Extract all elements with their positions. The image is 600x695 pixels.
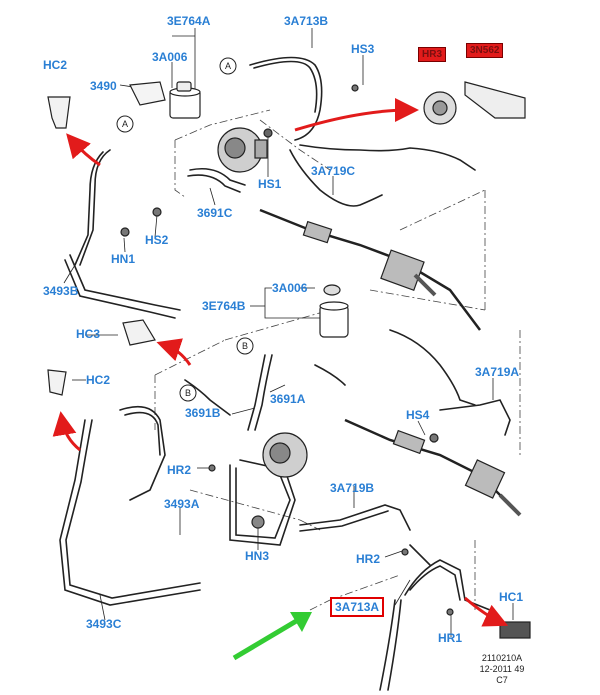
label-hr3-box: HR3 (418, 47, 447, 62)
label-hr1: HR1 (438, 631, 463, 645)
label-3a719a: 3A719A (475, 365, 520, 379)
callout-a-left-text: A (122, 119, 128, 129)
label-3a006-top: 3A006 (152, 50, 188, 64)
callout-a-left (116, 115, 134, 133)
label-3691a: 3691A (270, 392, 306, 406)
diagram-caption: 2110210A 12-2011 49 C7 (462, 653, 542, 686)
label-3691c: 3691C (197, 206, 233, 220)
callout-b-left (236, 337, 254, 355)
label-3n562[interactable]: 3N562 (466, 42, 504, 58)
label-hc3: HC3 (76, 327, 101, 341)
callout-a-top (219, 57, 237, 75)
label-hn1: HN1 (111, 252, 136, 266)
label-3493b: 3493B (43, 284, 79, 298)
guide-lines (154, 109, 521, 611)
label-hc2-top: HC2 (43, 58, 68, 72)
label-hr2-right: HR2 (356, 552, 381, 566)
green-arrow (232, 612, 312, 661)
red-arrows (52, 98, 509, 627)
caption-line-3: C7 (496, 675, 508, 685)
components (47, 81, 531, 639)
caption-line-1: 2110210A (481, 653, 523, 663)
label-hs1: HS1 (258, 177, 282, 191)
callout-b-left-text: B (242, 341, 248, 351)
label-3a719c: 3A719C (311, 164, 356, 178)
label-hs2: HS2 (145, 233, 169, 247)
label-3493a: 3493A (164, 497, 200, 511)
caption-line-2: 12-2011 49 (479, 664, 525, 674)
label-hs3: HS3 (351, 42, 375, 56)
callout-b-right (179, 384, 197, 402)
label-3493c: 3493C (86, 617, 122, 631)
label-hc1: HC1 (499, 590, 524, 604)
label-3a713b: 3A713B (284, 14, 329, 28)
callout-a-top-text: A (225, 61, 231, 71)
label-hn3: HN3 (245, 549, 270, 563)
label-hc2-mid: HC2 (86, 373, 111, 387)
callout-circles (116, 57, 254, 402)
hose-lines (59, 56, 511, 691)
label-3a713a: 3A713A (330, 597, 385, 617)
label-3a719b: 3A719B (330, 481, 375, 495)
label-3490: 3490 (90, 79, 117, 93)
label-hr3[interactable]: HR3 (418, 46, 447, 62)
label-hr2-left: HR2 (167, 463, 192, 477)
label-hs4: HS4 (406, 408, 430, 422)
label-3a006-mid: 3A006 (272, 281, 308, 295)
label-3e764b: 3E764B (202, 299, 246, 313)
callout-b-right-text: B (185, 388, 191, 398)
label-3691b: 3691B (185, 406, 221, 420)
label-3n562-box: 3N562 (466, 43, 504, 58)
label-3e764a: 3E764A (167, 14, 211, 28)
